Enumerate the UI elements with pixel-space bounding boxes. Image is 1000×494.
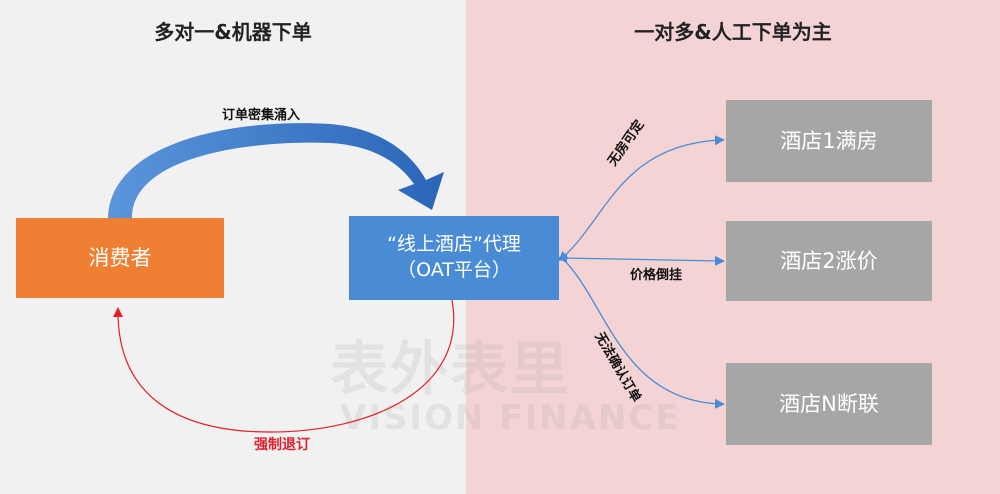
orders-in-arrow — [108, 123, 444, 218]
hotelN-label: 酒店N断联 — [779, 391, 879, 416]
hotel1-box: 酒店1满房 — [726, 100, 932, 182]
right-section-title: 一对多&人工下单为主 — [634, 20, 832, 44]
hotel2-box: 酒店2涨价 — [726, 221, 932, 301]
forced-cancel-label: 强制退订 — [254, 437, 310, 453]
price-change-label: 价格倒挂 — [630, 268, 683, 283]
arrow-to-hotelN — [561, 257, 725, 409]
consumer-box: 消费者 — [16, 218, 224, 298]
orders-in-label: 订单密集涌入 — [222, 108, 301, 123]
hotelN-box: 酒店N断联 — [726, 363, 932, 445]
agent-label-line1: “线上酒店”代理 — [387, 233, 521, 256]
arrow-to-hotel2 — [557, 253, 725, 266]
consumer-label: 消费者 — [88, 245, 152, 270]
left-section-title: 多对一&机器下单 — [154, 20, 312, 44]
agent-box: “线上酒店”代理 （OAT平台） — [349, 216, 559, 300]
agent-label-line2: （OAT平台） — [397, 259, 511, 281]
forced-cancel-arrow — [113, 299, 455, 433]
hotel2-label: 酒店2涨价 — [780, 248, 878, 273]
arrow-to-hotel1 — [558, 135, 725, 262]
hotel1-label: 酒店1满房 — [780, 128, 878, 153]
